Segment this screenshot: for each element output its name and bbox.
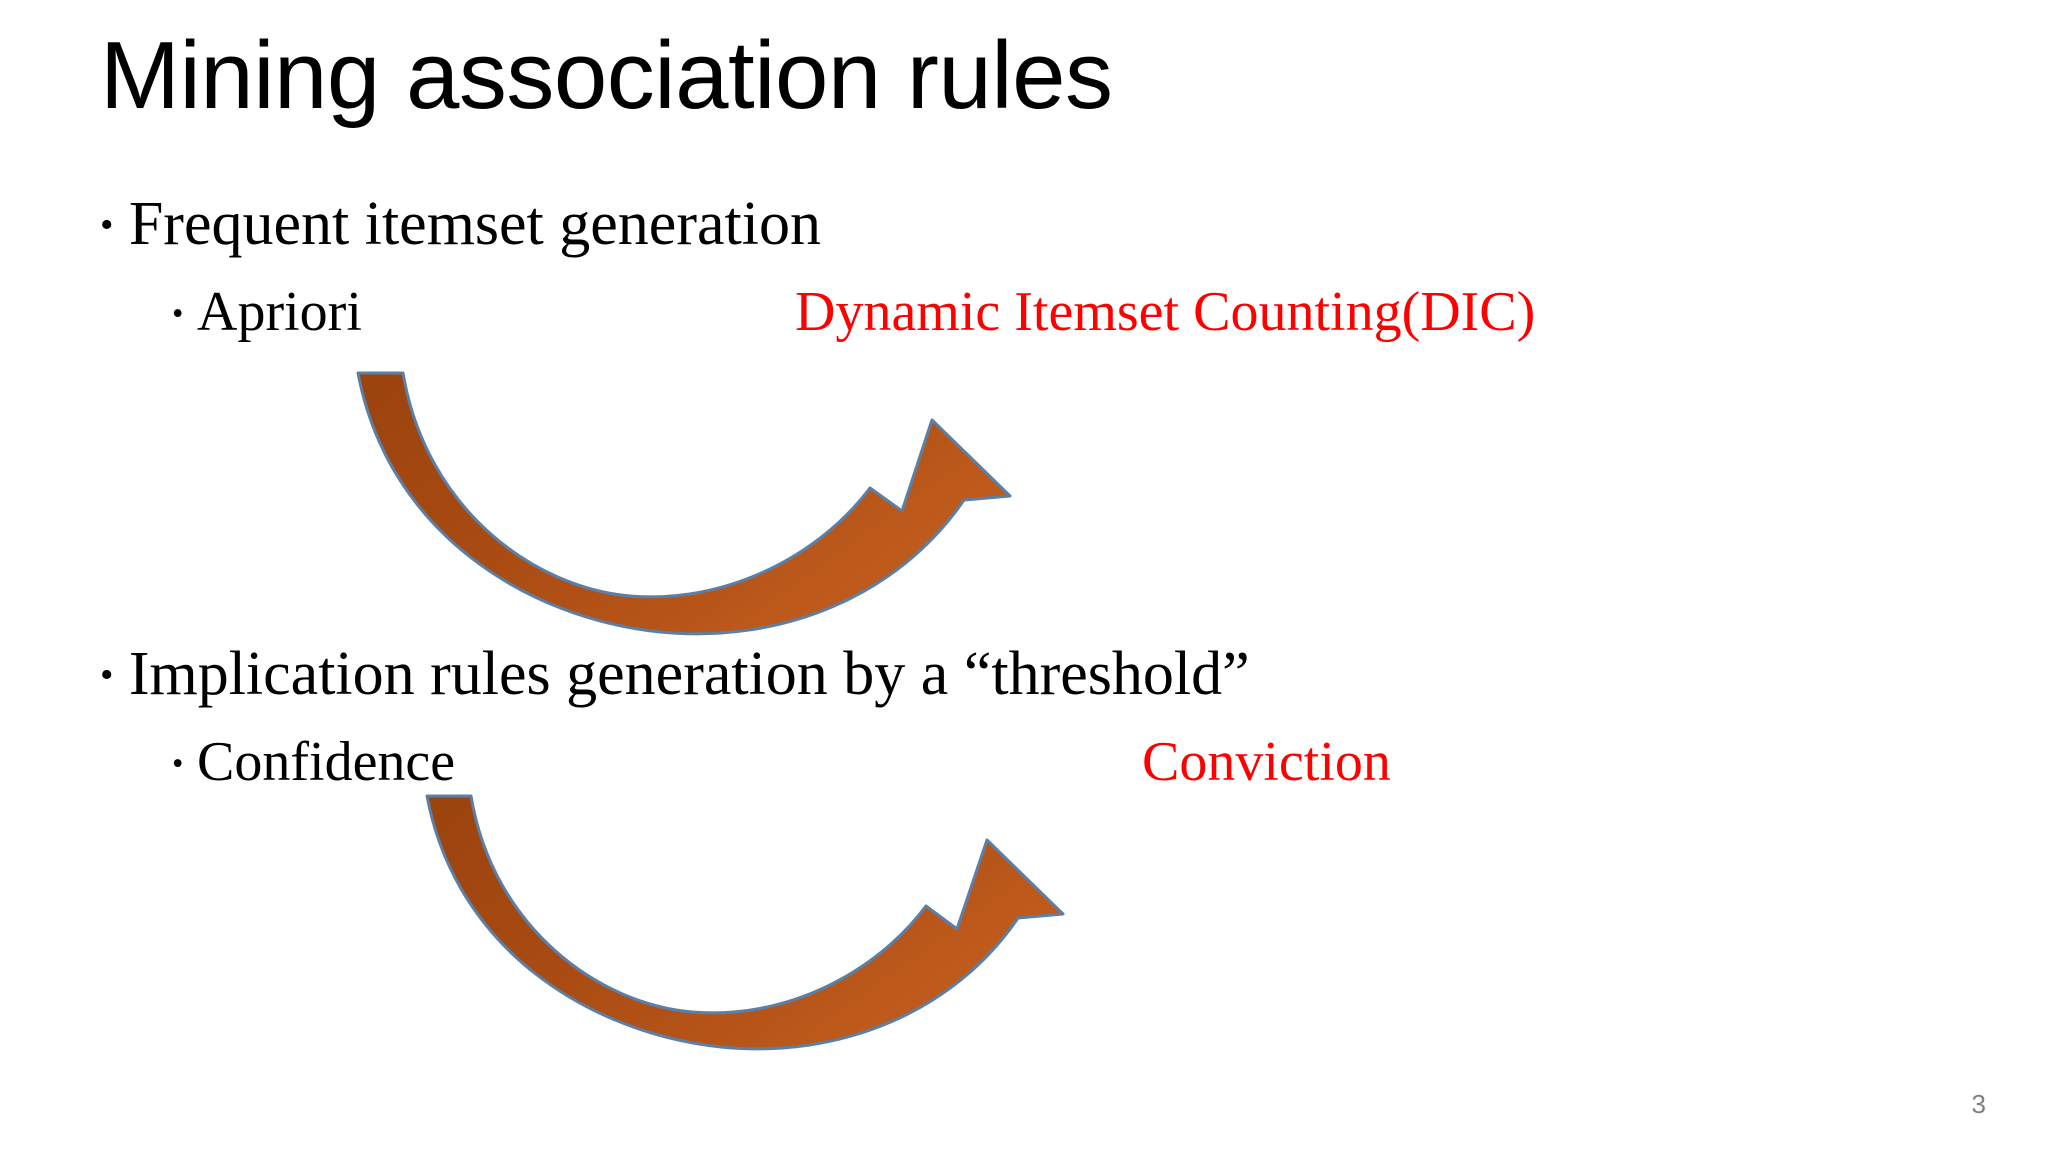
bullet-level2-label: Confidence [197, 731, 456, 793]
highlight-label-conviction: Conviction [1142, 731, 1391, 793]
bullet-dot-icon: • [172, 746, 184, 783]
curved-arrow-apriori-to-dic-icon [356, 371, 1012, 636]
bullet-level2-apriori: • Apriori [172, 283, 362, 342]
bullet-level1-label: Frequent itemset generation [128, 190, 821, 258]
page-title: Mining association rules [100, 22, 1113, 129]
bullet-dot-icon: • [100, 204, 114, 247]
bullet-dot-icon: • [172, 296, 184, 333]
bullet-level2-confidence: • Confidence [172, 733, 455, 792]
slide-page-number: 3 [1971, 1089, 1986, 1119]
bullet-level1-implication-rules-generation: • Implication rules generation by a “thr… [100, 640, 1250, 708]
curved-arrow-confidence-to-conviction-icon [425, 794, 1065, 1051]
highlight-label-dynamic-itemset-counting: Dynamic Itemset Counting(DIC) [795, 281, 1536, 343]
bullet-level1-label: Implication rules generation by a “thres… [128, 640, 1250, 708]
bullet-level1-frequent-itemset-generation: • Frequent itemset generation [100, 190, 821, 258]
bullet-level2-label: Apriori [197, 281, 362, 343]
bullet-dot-icon: • [100, 654, 114, 697]
